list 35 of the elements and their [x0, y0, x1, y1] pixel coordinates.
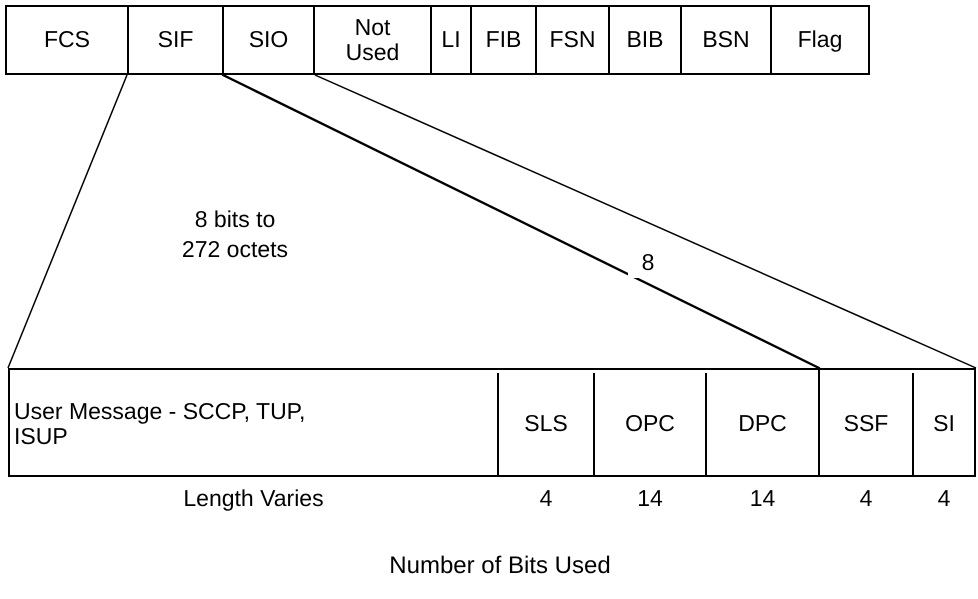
field-cell: [127, 5, 224, 75]
bit-length: 4: [538, 484, 554, 513]
bit-length: 4: [936, 484, 952, 513]
field-name: FCS: [44, 27, 90, 53]
expansion-line: [7, 74, 821, 369]
field-name: Flag: [798, 27, 842, 53]
bit-length: 14: [748, 484, 776, 513]
field-name: BIB: [626, 27, 664, 53]
field-name: LI: [441, 27, 461, 53]
field-name: SI: [933, 411, 955, 437]
field-name: SIF: [158, 27, 194, 53]
bit-length: 14: [636, 484, 664, 513]
field-cell: [222, 5, 315, 75]
field-name: SIO: [248, 27, 288, 53]
field-name: User Message - SCCP, TUP, ISUP: [14, 398, 306, 450]
field-name: Not Used: [344, 14, 400, 66]
field-cell: [5, 5, 129, 75]
field-name: DPC: [738, 411, 787, 437]
field-name: FSN: [550, 27, 596, 53]
field-cell: [313, 5, 432, 75]
field-name: SLS: [524, 411, 568, 437]
field-cell: [535, 5, 610, 75]
bit-length: 4: [858, 484, 874, 513]
field-cell: [470, 5, 537, 75]
expansion-line: [221, 74, 977, 369]
field-cell: [430, 5, 472, 75]
field-cell: [608, 5, 682, 75]
field-name: FIB: [486, 27, 522, 53]
field-cell: [770, 5, 870, 75]
field-name: OPC: [625, 411, 675, 437]
axis-caption: Number of Bits Used: [388, 551, 612, 581]
bit-length: Length Varies: [182, 484, 325, 513]
field-name: SSF: [844, 411, 888, 437]
field-cell: [680, 5, 772, 75]
field-name: BSN: [702, 27, 750, 53]
